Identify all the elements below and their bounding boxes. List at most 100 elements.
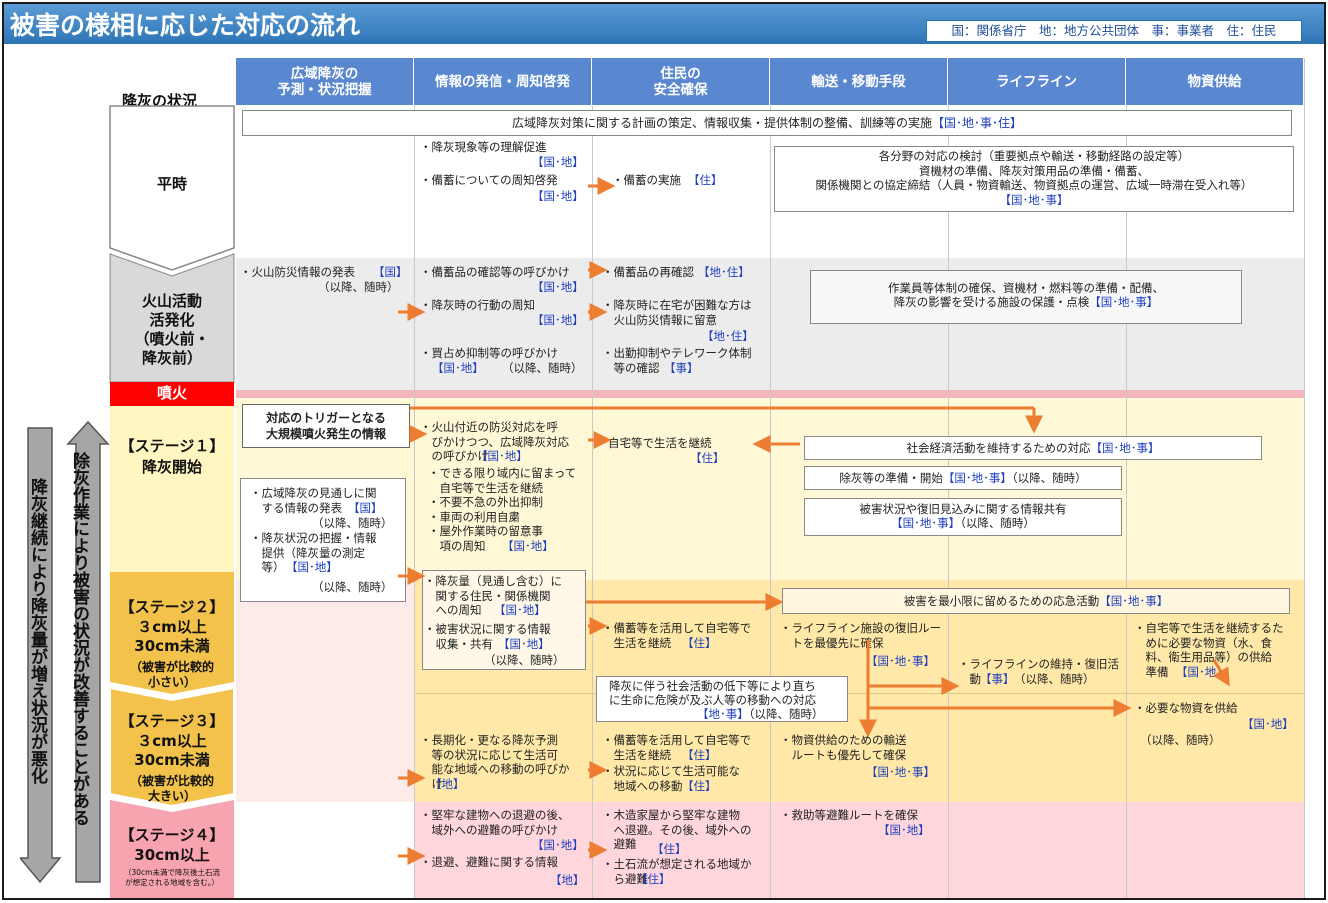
heiji-info1: ・降灰現象等の理解促進 [420,140,547,154]
heiji-plan-box: 広域降灰対策に関する計画の策定、情報収集・提供体制の整備、訓練等の実施【国･地･… [242,110,1292,136]
s1-share-box: 被害状況や復旧見込みに関する情報共有【国･地･事】（以降、随時） [804,498,1122,536]
kazan-forecast: ・火山防災情報の発表 [240,265,355,279]
s4-safety2: ・土石流が想定される地域か ら避難 [602,857,752,886]
s1-forecast: ・広域降灰の見通しに関 する情報の発表 [250,486,377,515]
stage-2-amount: ３cm以上 30cm未満 [134,618,210,655]
side-label-better: 除灰作業により被害の状況が改善することがある [69,452,89,826]
s4-info2: ・退避、避難に関する情報 [420,855,558,869]
s4-transport: ・救助等避難ルートを確保 [780,808,918,822]
s1-forecast-box [240,478,406,602]
grid-line [414,106,415,898]
s2-safety: ・備蓄等を活用して自宅等で 生活を継続 [602,621,752,650]
side-arrows [20,420,110,884]
stage-kazan: 火山活動 活発化 （噴火前・ 降灰前） [134,292,210,367]
s3-safety2-tag: 【住】 [682,779,717,793]
forecast-empty-area [236,580,414,802]
s2-emergency-text: 被害を最小限に留めるための応急活動 [903,594,1100,608]
s1-share-text: 被害状況や復旧見込みに関する情報共有 [859,502,1067,516]
s3-supply: ・必要な物資を供給 [1134,701,1238,715]
col-info: 情報の発信・周知啓発 [414,58,592,105]
kazan-info2: ・降灰時の行動の周知 [420,298,535,312]
stage-4-amount: 30cm以上 [134,846,210,864]
s2-info2-after: （以降、随時） [484,653,565,667]
stage-2-note: （被害が比較的 小さい） [129,660,214,689]
s1-forecast2-tag: 【国･地】 [286,560,338,574]
kazan-forecast-tag: 【国】 [373,265,408,279]
s2-info2-tag: 【国･地】 [498,637,550,651]
s3-info: ・長期化・更なる降灰予測 等の状況に応じて生活可 能な地域への移動の呼びか け [420,733,570,791]
stage-1: 【ステージ１】 降灰開始 [119,437,225,476]
kazan-info2-tag: 【国･地】 [532,313,584,327]
s4-transport-tag: 【国･地】 [878,823,930,837]
s2-emergency-box: 被害を最小限に留めるための応急活動【国･地･事】 [782,588,1290,614]
s1-info-tag: 【国･地】 [476,449,528,463]
s2-info2: ・被害状況に関する情報 収集・共有 [424,622,551,651]
s1-info-box [418,420,586,570]
s1-socio-box: 社会経済活動を維持するための対応【国･地･事】 [804,436,1262,460]
s2-social-after: （以降、随時） [748,707,824,721]
col-lifeline: ライフライン [948,58,1126,105]
stage-shapes [109,105,235,898]
col-transport: 輸送・移動手段 [770,58,948,105]
s3-safety: ・備蓄等を活用して自宅等で 生活を継続 [602,733,752,762]
s1-ash-tag: 【国･地･事】 [942,471,1012,485]
grid-line [592,106,593,898]
s2-social-box: 降灰に伴う社会活動の低下等により直ち に生命に危険が及ぶ人等の移動への対応【地･… [596,676,848,722]
stage-3-title: 【ステージ３】 [119,712,225,730]
s1-forecast2: ・降灰状況の把握・情報 提供（降灰量の測定 等） [250,531,377,574]
s2-transport-tag: 【国･地･事】 [866,654,935,668]
stage-3-amount: ３cm以上 30cm未満 [134,732,210,769]
s4-safety: ・木造家屋から堅牢な建物 へ退避。その後、域外への 避難 [602,808,752,851]
kazan-transport-box: 作業員等体制の確保、資機材・燃料等の準備・配備、 降灰の影響を受ける施設の保護・… [810,270,1242,324]
s2-social-text: 降灰に伴う社会活動の低下等により直ち に生命に危険が及ぶ人等の移動への対応 [609,679,816,707]
s1-share-after: （以降、随時） [960,516,1035,530]
kazan-info3-tag: 【国･地】 [432,361,484,375]
s4-info1-tag: 【国･地】 [532,838,584,852]
heiji-transport-box: 各分野の対応の検討（重要拠点や輸送・移動経路の設定等） 資機材の準備、降灰対策用… [774,146,1294,212]
s3-transport: ・物資供給のための輸送 ルートも優先して確保 [780,733,907,762]
page-title: 被害の様相に応じた対応の流れ [10,11,361,40]
kazan-safety2-tag: 【地･住】 [702,329,754,343]
heiji-transport-tag: 【国･地･事】 [999,192,1069,207]
stage-funka: 噴火 [156,384,187,402]
kazan-safety3-tag: 【事】 [664,361,699,375]
s1-forecast-tag: 【国】 [348,501,383,515]
s3-supply-after: （以降、随時） [1140,733,1221,747]
col-forecast: 広域降灰の 予測・状況把握 [236,58,414,105]
side-label-worse: 降灰継続により降灰量が増え状況が悪化 [27,478,47,784]
stage-4-note: （30cm未満で降灰後土石流 が想定される地域を含む。） [124,868,220,887]
s1-safety-tag: 【住】 [690,451,725,465]
s2-lifeline: ・ライフラインの維持・復旧活 動 [958,657,1119,686]
s1-ash-text: 除灰等の準備・開始 [839,471,943,485]
s4-safety-tag: 【住】 [652,842,687,856]
s3-safety2: ・状況に応じて生活可能な 地域への移動 [602,764,740,793]
heiji-transport-text: 各分野の対応の検討（重要拠点や輸送・移動経路の設定等） 資機材の準備、降灰対策用… [815,149,1253,192]
s4-info1: ・堅牢な建物への退避の後、 域外への避難の呼びかけ [420,808,570,837]
s2-transport: ・ライフライン施設の復旧ルー トを最優先に確保 [780,621,941,650]
stage-4-title: 【ステージ４】 [119,826,225,844]
heiji-plan-text: 広域降灰対策に関する計画の策定、情報収集・提供体制の整備、訓練等の実施 [511,116,932,130]
s2-social-tag: 【地･事】 [697,707,749,721]
kazan-safety1-tag: 【地･住】 [698,265,750,279]
s1-info: ・火山付近の防災対応を呼 びかけつつ、広域降灰対応 の呼びかけ [420,420,570,463]
stage3-separator [414,693,1304,694]
s1-trigger-box: 対応のトリガーとなる 大規模噴火発生の情報 [242,404,410,448]
grid-line [770,106,771,898]
grid-line [1126,106,1127,898]
s2-lifeline-tag: 【事】 [980,672,1015,686]
kazan-info1-tag: 【国･地】 [532,280,584,294]
s1-info-list: ・できる限り域内に留まって 自宅等で生活を継続 ・不要不急の外出抑制 ・車両の利… [428,466,577,553]
s2-emergency-tag: 【国･地･事】 [1099,594,1169,608]
heiji-plan-tag: 【国･地･事･住】 [932,116,1023,130]
s1-socio-tag: 【国･地･事】 [1090,441,1160,455]
kazan-transport-tag: 【国･地･事】 [1089,295,1159,309]
legend: 国：関係省庁 地：地方公共団体 事：事業者 住：住民 [926,20,1302,42]
col-safety: 住民の 安全確保 [592,58,770,105]
s1-forecast-after: （以降、随時） [312,516,393,530]
s2-supply: ・自宅等で生活を継続するた めに必要な物資（水、食 料、衛生用品等）の供給 準備 [1134,621,1284,679]
s2-info-box [422,570,586,670]
s1-ash-after: （以降、随時） [1011,471,1087,485]
kazan-forecast-after: （以降、随時） [318,280,399,294]
heiji-safety-tag: 【住】 [688,173,723,187]
stage-2-title: 【ステージ２】 [119,598,225,616]
